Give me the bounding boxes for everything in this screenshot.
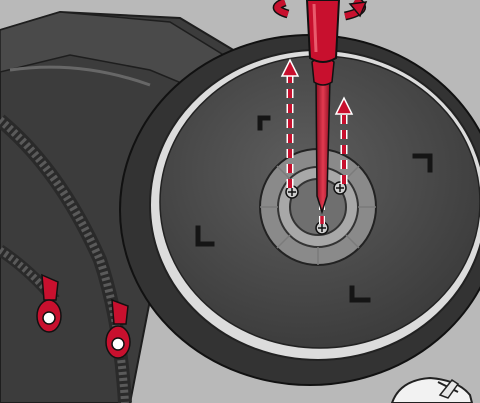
illustration-canvas: [0, 0, 480, 403]
disassembly-illustration: [0, 0, 480, 403]
